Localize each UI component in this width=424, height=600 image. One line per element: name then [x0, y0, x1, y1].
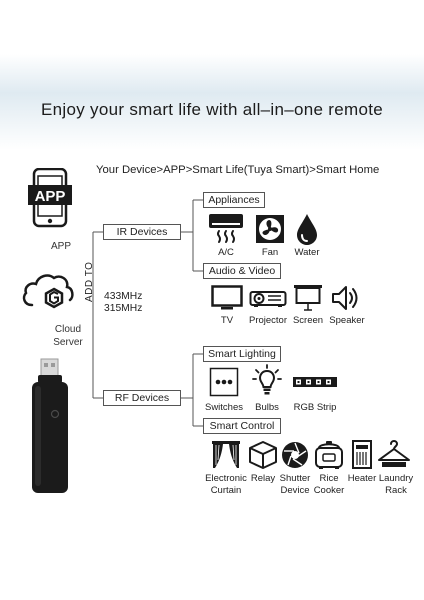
switch-panel-icon [209, 367, 239, 397]
water-drop-icon [294, 212, 320, 246]
setup-path: Your Device>APP>Smart Life(Tuya Smart)>S… [96, 164, 380, 176]
switches-label: Switches [204, 402, 243, 413]
rf-devices-box: RF Devices [103, 390, 181, 406]
heater-icon [350, 440, 374, 470]
rice-cooker-icon [313, 440, 345, 470]
screen-label: Screen [292, 315, 324, 326]
smart-control-box: Smart Control [203, 418, 281, 434]
frequency-433: 433MHz [104, 291, 143, 302]
add-to-label: ADD TO [84, 261, 95, 302]
curtain-label-line2: Curtain [210, 485, 242, 496]
speaker-label: Speaker [329, 315, 365, 326]
relay-box-icon [248, 440, 278, 470]
relay-label: Relay [250, 473, 276, 484]
curtain-label-line1: Electronic [205, 473, 247, 484]
tv-icon [211, 285, 243, 311]
usb-remote-device [30, 358, 70, 494]
fan-label: Fan [261, 247, 279, 258]
header-band [0, 0, 424, 150]
shutter-icon [280, 440, 310, 470]
fan-icon [254, 213, 286, 245]
ir-devices-box: IR Devices [103, 224, 181, 240]
app-icon-text: APP [35, 188, 66, 205]
shutter-label-line1: Shutter [279, 473, 311, 484]
app-label: APP [50, 241, 71, 252]
ac-label: A/C [218, 247, 234, 258]
laundry-rack-label-line2: Rack [385, 485, 407, 496]
rice-cooker-label-line2: Cooker [313, 485, 345, 496]
projector-icon [249, 288, 287, 308]
rgb-strip-icon [292, 375, 338, 389]
tv-label: TV [220, 315, 234, 326]
bulbs-label: Bulbs [255, 402, 279, 413]
laundry-rack-label-line1: Laundry [378, 473, 414, 484]
shutter-label-line2: Device [280, 485, 310, 496]
frequency-315: 315MHz [104, 303, 143, 314]
cloud-label-line2: Server [53, 337, 83, 348]
speaker-icon [330, 283, 360, 313]
bulb-icon [252, 364, 282, 398]
cloud-label-line1: Cloud [54, 324, 82, 335]
heater-label: Heater [347, 473, 377, 484]
appliances-box: Appliances [203, 192, 265, 208]
smart-lighting-box: Smart Lighting [203, 346, 281, 362]
air-conditioner-icon [208, 212, 244, 244]
projector-label: Projector [248, 315, 287, 326]
water-label: Water [294, 247, 320, 258]
rgb-strip-label: RGB Strip [293, 402, 337, 413]
laundry-rack-icon [376, 438, 412, 470]
rice-cooker-label-line1: Rice [319, 473, 339, 484]
audio-video-box: Audio & Video [203, 263, 281, 279]
phone-app-icon: APP [27, 167, 73, 228]
curtain-icon [211, 440, 241, 470]
cloud-server-icon [20, 267, 76, 311]
projection-screen-icon [293, 284, 323, 312]
headline: Enjoy your smart life with all–in–one re… [40, 100, 384, 119]
